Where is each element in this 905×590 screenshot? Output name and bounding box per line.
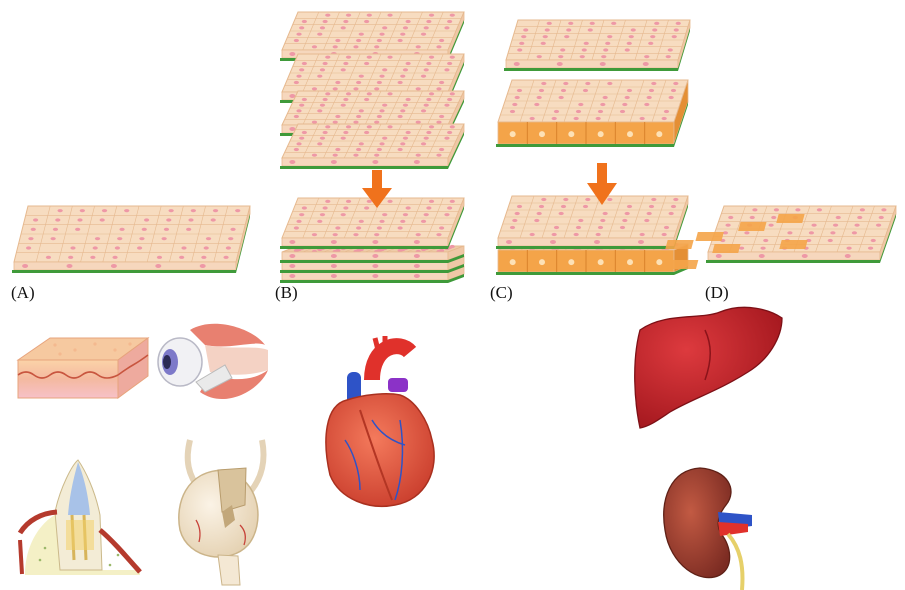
liver-icon — [635, 307, 782, 428]
cell-sheet — [504, 20, 690, 71]
heart-icon — [326, 336, 434, 506]
cuboidal-layer — [496, 80, 688, 147]
skin-icon — [18, 338, 148, 398]
tooth-icon — [20, 460, 140, 575]
panel-label-a: (A) — [11, 283, 35, 303]
kidney-icon — [664, 468, 752, 590]
patterned-sheet — [665, 206, 896, 269]
bladder-icon — [179, 440, 264, 585]
cell-sheet — [496, 196, 688, 249]
panel-label-c: (C) — [490, 283, 513, 303]
panel-label-b: (B) — [275, 283, 298, 303]
cell-sheet — [12, 206, 250, 273]
sheet-stack — [280, 198, 464, 249]
eye-icon — [158, 324, 268, 399]
cell-sheet — [280, 124, 464, 169]
panel-label-d: (D) — [705, 283, 729, 303]
